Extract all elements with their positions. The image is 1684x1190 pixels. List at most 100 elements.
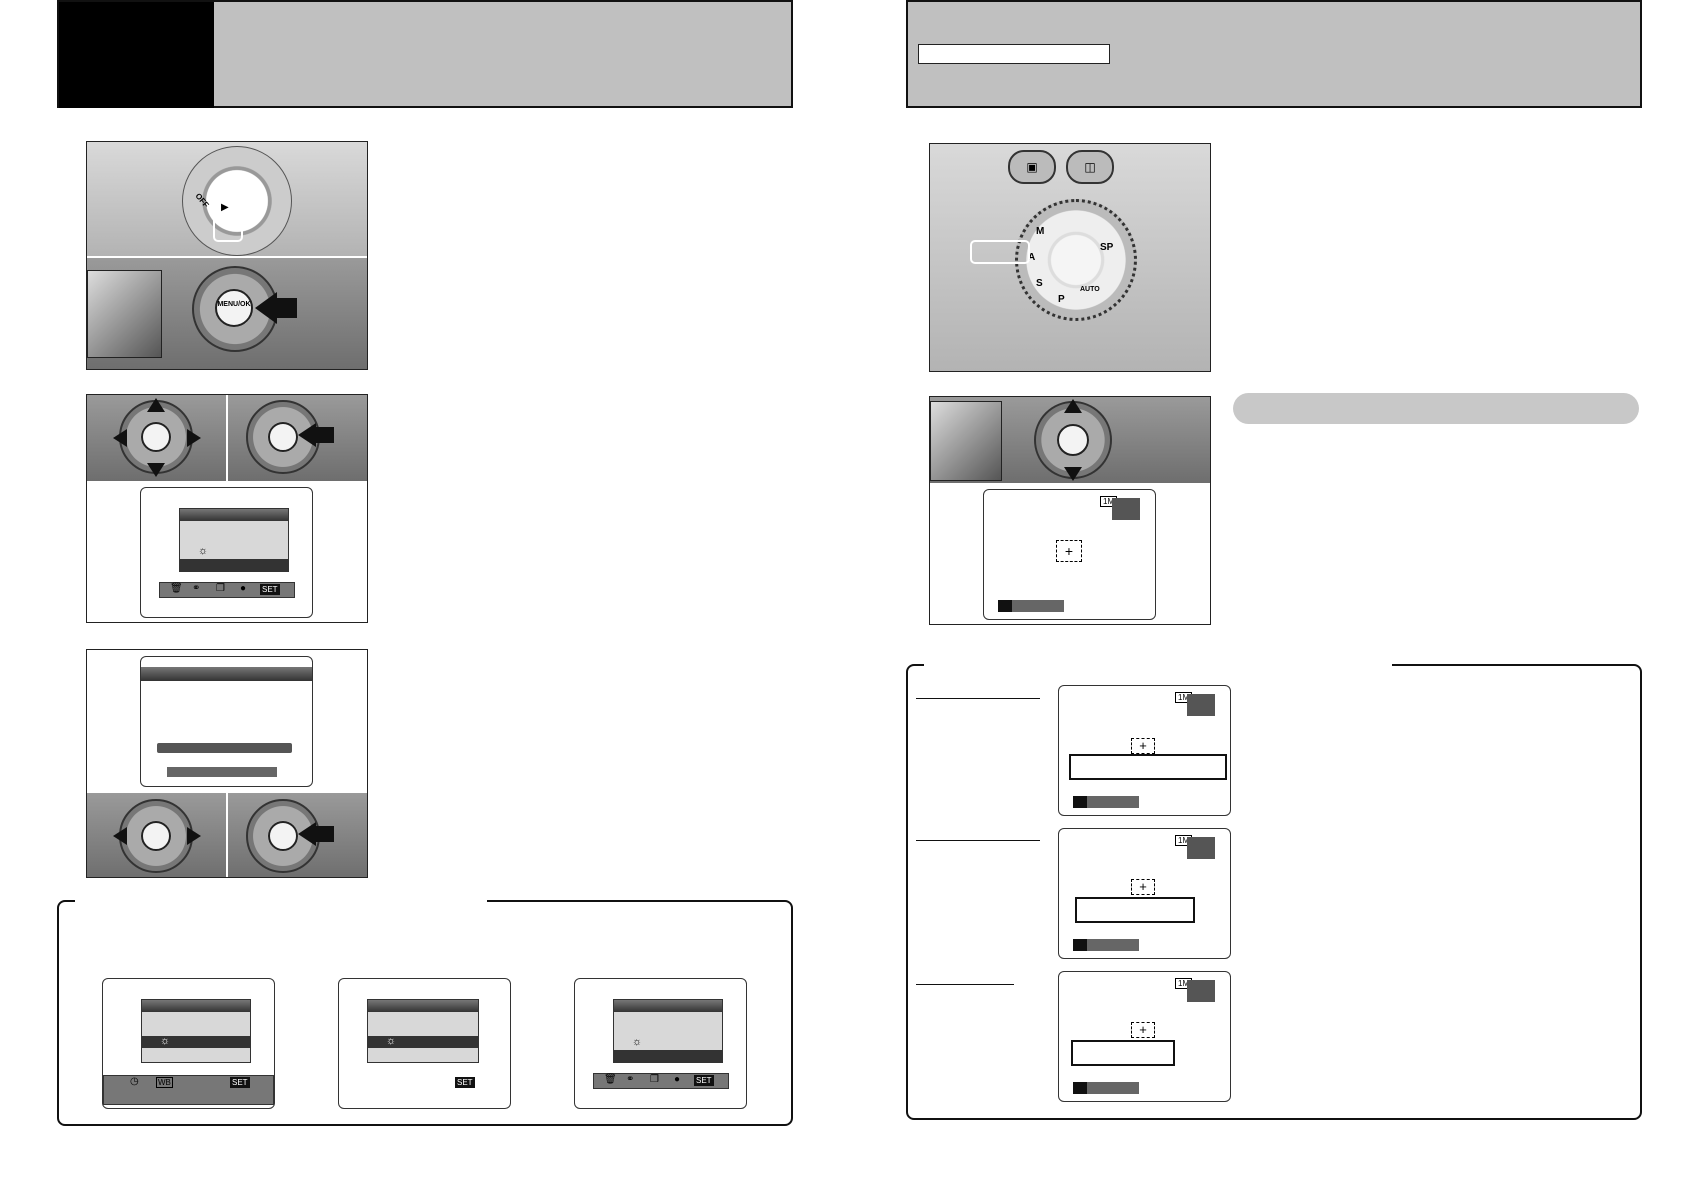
dial-label-m: M [1036, 226, 1045, 237]
header-black-badge [59, 2, 214, 108]
menu-ok-button[interactable] [141, 821, 171, 851]
press-arrow-tail [314, 826, 334, 842]
menu-window: ☼ [367, 999, 479, 1063]
menu-ok-button[interactable]: MENU/OK [215, 289, 253, 327]
menu-title-bar [180, 509, 288, 521]
camera-back-right [228, 793, 367, 877]
selected-row[interactable] [368, 1036, 478, 1048]
selected-row[interactable] [180, 559, 288, 571]
trash-icon: 🗑 [170, 583, 183, 594]
set-tab[interactable]: SET [455, 1077, 475, 1088]
set-tab[interactable]: SET [694, 1075, 714, 1086]
shooting-screen: 1M + [983, 489, 1156, 620]
dial-label-sp: SP [1100, 242, 1114, 253]
up-arrow-icon [147, 398, 165, 412]
box-top-gap [924, 662, 1392, 668]
lcd-screen [87, 270, 162, 358]
warning-callout [1071, 1040, 1175, 1066]
selected-row[interactable] [614, 1050, 722, 1062]
menu-icon-strip: 🗑 ⚭ ❐ ● SET [159, 582, 295, 598]
mode-dial[interactable] [1015, 199, 1137, 321]
brightness-icon: ☼ [386, 1035, 397, 1047]
key-icon: ⚭ [192, 583, 201, 594]
menu-example-1: ☼ ◷ WB SET [102, 978, 275, 1109]
row-divider-2 [916, 840, 1040, 841]
exposure-bar-start [1073, 939, 1087, 951]
confirm-bar[interactable] [167, 767, 277, 777]
mic-icon: ● [240, 583, 247, 594]
down-arrow-icon [147, 463, 165, 477]
menu-icon-strip: 🗑 ⚭ ❐ ● SET [593, 1073, 729, 1089]
menu-example-3: ☼ 🗑 ⚭ ❐ ● SET [574, 978, 747, 1109]
settings-screen [140, 656, 313, 787]
quality-block [1112, 498, 1140, 520]
exposure-bar [1073, 939, 1139, 951]
set-tab[interactable]: SET [260, 584, 280, 595]
right-step2-photo: 1M + [929, 396, 1211, 625]
step1-photo: OFF ▶ MENU/OK [86, 141, 368, 370]
mic-icon: ● [674, 1074, 681, 1085]
menu-ok-button[interactable] [141, 422, 171, 452]
dial-label-a: A [1028, 252, 1036, 263]
settings-title-bar [141, 667, 312, 681]
exposure-compensation-button[interactable]: ◫ [1066, 150, 1114, 184]
copy-icon: ❐ [650, 1074, 659, 1085]
camera-top-view: ▣ ◫ M A S P SP AUTO [930, 144, 1210, 371]
mode-dial-photo: ▣ ◫ M A S P SP AUTO [929, 143, 1211, 372]
setting-slider[interactable] [157, 743, 292, 753]
exposure-bar [1073, 796, 1139, 808]
menu-ok-button[interactable] [1057, 424, 1089, 456]
menu-window: ☼ [613, 999, 723, 1063]
camera-back-right [228, 395, 367, 481]
exposure-bar-start [998, 600, 1012, 612]
wb-tab[interactable]: WB [156, 1077, 173, 1088]
af-frame-icon: + [1131, 1022, 1155, 1038]
dial-label-auto: AUTO [1080, 286, 1100, 293]
menu-window: ☼ [141, 999, 251, 1063]
quality-block [1187, 837, 1215, 859]
playback-switch-highlight[interactable] [213, 198, 243, 242]
brightness-icon: ☼ [632, 1036, 643, 1048]
mode-dial-top [182, 146, 292, 256]
warning-callout [1075, 897, 1195, 923]
key-icon: ⚭ [626, 1074, 635, 1085]
menu-ok-label: MENU/OK [217, 301, 251, 308]
camera-back-left [87, 793, 226, 877]
selected-row[interactable] [142, 1036, 250, 1048]
left-arrow-icon [113, 827, 127, 845]
dial-label-s: S [1036, 278, 1043, 289]
menu-title-bar [142, 1000, 250, 1012]
left-arrow-icon [113, 429, 127, 447]
left-info-box: ☼ ◷ WB SET ☼ SET ☼ 🗑 ⚭ ❐ ● SET [57, 898, 793, 1126]
step2-photo: ☼ 🗑 ⚭ ❐ ● SET [86, 394, 368, 623]
exposure-bar [1073, 1082, 1139, 1094]
right-header [906, 0, 1642, 108]
menu-example-2: ☼ SET [338, 978, 511, 1109]
section-heading-pill [1233, 393, 1639, 424]
af-frame-icon: + [1131, 738, 1155, 754]
menu-title-bar [614, 1000, 722, 1012]
step3-photo [86, 649, 368, 878]
header-label-box [918, 44, 1110, 64]
dial-indicator-highlight [970, 240, 1030, 264]
row-divider-3 [916, 984, 1014, 985]
example-screen-1: 1M + [1058, 685, 1231, 816]
menu-title-bar [368, 1000, 478, 1012]
menu-ok-button[interactable] [268, 422, 298, 452]
continuous-shooting-button[interactable]: ▣ [1008, 150, 1056, 184]
right-info-box: 1M + 1M + 1M + [906, 662, 1642, 1120]
menu-icon-strip: ◷ WB SET [103, 1075, 274, 1105]
menu-ok-button[interactable] [268, 821, 298, 851]
left-header [57, 0, 793, 108]
press-arrow-icon [298, 423, 316, 447]
press-arrow-tail [314, 427, 334, 443]
row-divider-1 [916, 698, 1040, 699]
press-arrow-tail [275, 298, 297, 318]
af-frame-icon: + [1056, 540, 1082, 562]
af-frame-icon: + [1131, 879, 1155, 895]
set-tab[interactable]: SET [230, 1077, 250, 1088]
trash-icon: 🗑 [604, 1074, 617, 1085]
right-arrow-icon [187, 429, 201, 447]
exposure-bar [998, 600, 1064, 612]
menu-window: ☼ [179, 508, 289, 572]
